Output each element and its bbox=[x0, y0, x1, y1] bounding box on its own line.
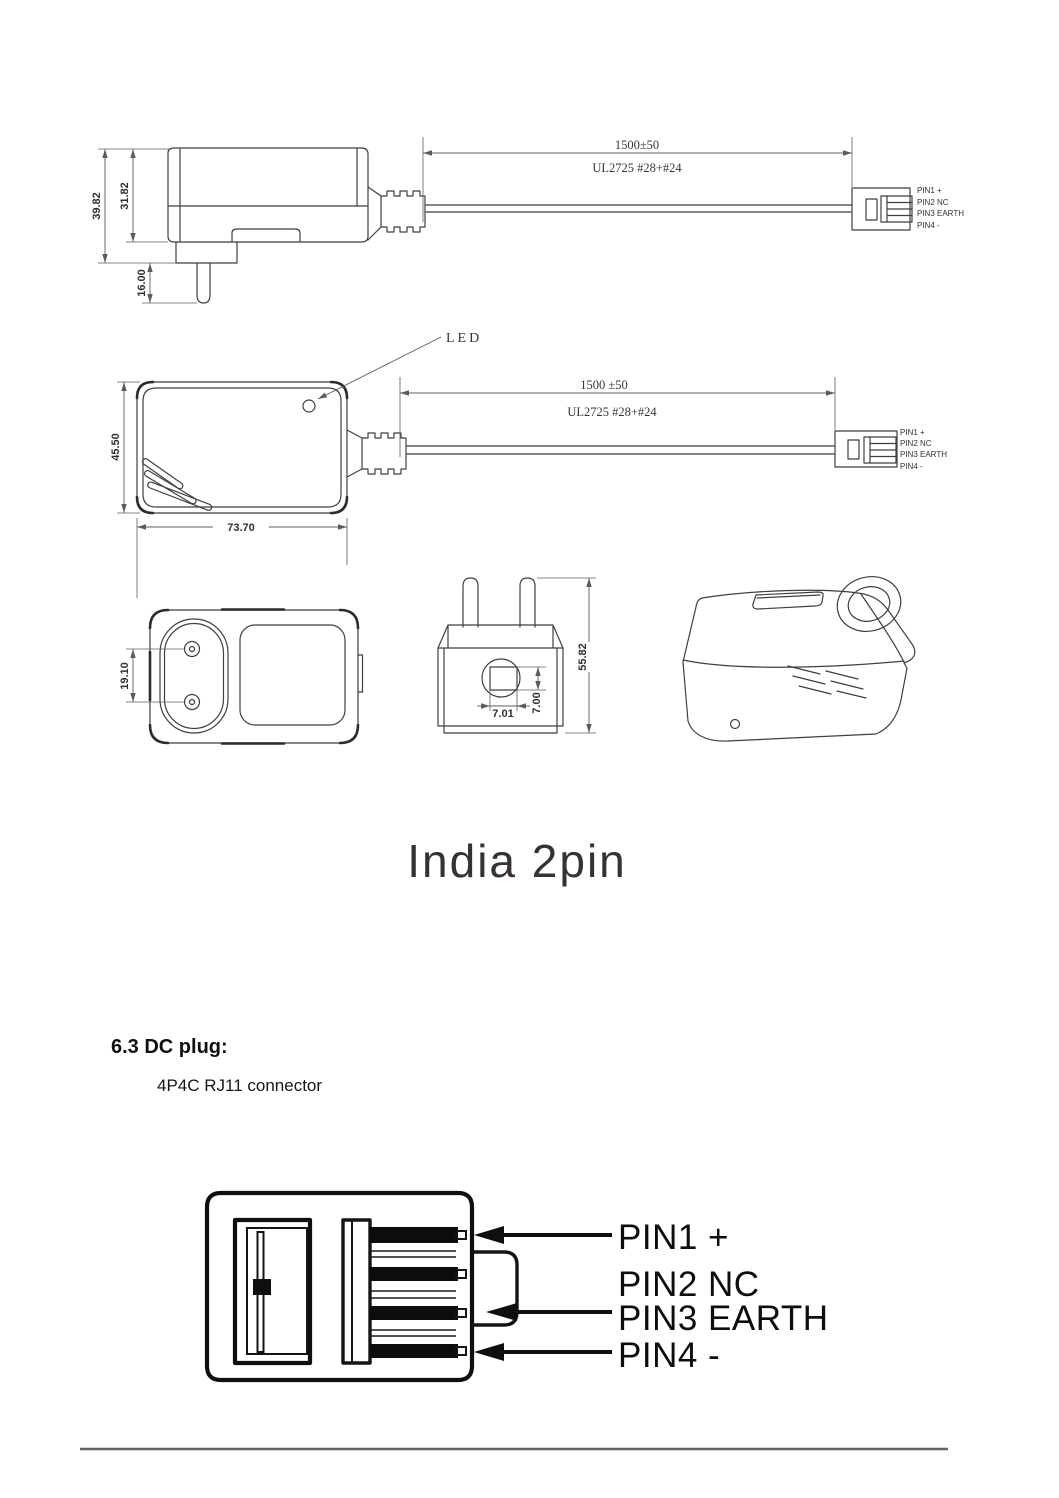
pin4-label: PIN4 - bbox=[618, 1336, 720, 1375]
socket-circle bbox=[481, 658, 521, 698]
cable-spec-label: UL2725 #28+#24 bbox=[592, 161, 682, 175]
pin4-label: PIN4 - bbox=[917, 221, 940, 230]
rj11-latch-block bbox=[253, 1279, 271, 1295]
extension-lines bbox=[98, 137, 853, 304]
rj11-pin-labels: PIN1 + PIN2 NC PIN3 EARTH PIN4 - bbox=[618, 1218, 829, 1375]
led-leader-line bbox=[317, 336, 442, 400]
cable-spec-label: UL2725 #28+#24 bbox=[567, 405, 657, 419]
plug-pin-bottom bbox=[183, 693, 201, 711]
label-recess bbox=[239, 624, 346, 726]
adapter-body bbox=[682, 589, 916, 742]
section-subheading: 4P4C RJ11 connector bbox=[157, 1076, 323, 1095]
plug-pin-view-drawing: 7.01 7.00 55.82 bbox=[437, 577, 596, 734]
pin1-label: PIN1 + bbox=[618, 1218, 729, 1257]
dim-pin-length: 16.00 bbox=[136, 269, 148, 297]
rj11-connector-diagram: PIN1 + PIN2 NC PIN3 EARTH PIN4 - bbox=[204, 1190, 829, 1383]
dim-overall-height: 55.82 bbox=[577, 643, 589, 671]
extension-lines bbox=[117, 377, 836, 598]
side-view-body-outline bbox=[167, 147, 369, 243]
side-view-strain-relief bbox=[367, 186, 426, 241]
side-view-pinout-labels: PIN1 + PIN2 NC PIN3 EARTH PIN4 - bbox=[917, 186, 964, 230]
cable-boot bbox=[836, 576, 902, 632]
pin1-label: PIN1 + bbox=[900, 428, 925, 437]
pin2-label: PIN2 NC bbox=[917, 198, 949, 207]
dim-width-label-mask bbox=[213, 519, 269, 534]
section-heading: 6.3 DC plug: bbox=[111, 1036, 228, 1058]
front-view-connector bbox=[834, 430, 898, 468]
pin-recess-oval bbox=[159, 618, 229, 734]
dim-width: 73.70 bbox=[227, 522, 255, 534]
front-view-cable bbox=[405, 445, 836, 455]
side-view-plug-pin bbox=[175, 241, 238, 304]
rj11-latch-tab bbox=[472, 1250, 519, 1327]
led-label: LED bbox=[446, 331, 482, 346]
pin1-arrow-head bbox=[474, 1226, 504, 1244]
side-view-drawing: 39.82 31.82 16.00 1500±50 UL2725 #28+#24… bbox=[91, 137, 964, 304]
pin3-arrow-head bbox=[486, 1303, 517, 1321]
plug-pin-top bbox=[183, 640, 201, 658]
pin4-label: PIN4 - bbox=[900, 462, 923, 471]
bottom-view-drawing: 19.10 bbox=[119, 608, 364, 745]
side-view-cable bbox=[425, 204, 853, 213]
plug-pins bbox=[462, 577, 536, 628]
pin2-label: PIN2 NC bbox=[900, 439, 932, 448]
side-view-connector bbox=[851, 187, 913, 231]
pin4-arrow-head bbox=[474, 1343, 504, 1361]
top-recess bbox=[752, 591, 824, 610]
vent-slots bbox=[141, 458, 213, 511]
front-view-body-outline bbox=[136, 381, 348, 514]
front-view-drawing: LED 45.50 73.70 1500 ±50 UL2725 #28+#24 … bbox=[110, 331, 947, 598]
front-view-strain-relief bbox=[346, 429, 407, 478]
front-view-pinout-labels: PIN1 + PIN2 NC PIN3 EARTH PIN4 - bbox=[900, 428, 947, 471]
perspective-vents bbox=[787, 665, 867, 699]
body-creases bbox=[682, 593, 905, 668]
dim-overall-height: 39.82 bbox=[91, 192, 103, 220]
cable-length-label: 1500 ±50 bbox=[580, 378, 628, 392]
bottom-view-outline bbox=[149, 609, 359, 744]
dim-pin-width: 7.01 bbox=[492, 708, 513, 720]
pin-arrows bbox=[474, 1226, 612, 1361]
rj11-contact-pins bbox=[370, 1227, 467, 1358]
cable-length-label: 1500±50 bbox=[615, 138, 659, 152]
pin3-label: PIN3 EARTH bbox=[900, 450, 947, 459]
perspective-view-drawing bbox=[682, 576, 916, 742]
extension-lines bbox=[126, 648, 184, 703]
pin3-label: PIN3 EARTH bbox=[917, 209, 964, 218]
socket-window bbox=[489, 666, 518, 691]
rj11-outer-body bbox=[204, 1190, 475, 1383]
dim-body-height: 31.82 bbox=[119, 182, 131, 210]
front-view-corner-accents bbox=[135, 380, 349, 515]
dim-pin-pitch: 19.10 bbox=[119, 662, 131, 690]
bottom-view-edge-accents bbox=[148, 608, 360, 745]
dim-pin-height: 7.00 bbox=[531, 692, 543, 713]
pin3-label: PIN3 EARTH bbox=[618, 1299, 829, 1338]
dim-height: 45.50 bbox=[110, 433, 122, 461]
pin2-label: PIN2 NC bbox=[618, 1265, 760, 1304]
rj11-contact-band bbox=[341, 1218, 372, 1365]
side-tab bbox=[357, 654, 364, 693]
pin1-label: PIN1 + bbox=[917, 186, 942, 195]
plug-body-outline bbox=[437, 624, 564, 734]
led-indicator bbox=[302, 399, 316, 413]
led-dot bbox=[729, 718, 741, 730]
figure-title: India 2pin bbox=[407, 835, 627, 887]
rj11-window bbox=[232, 1217, 313, 1366]
extension-lines bbox=[489, 577, 596, 734]
